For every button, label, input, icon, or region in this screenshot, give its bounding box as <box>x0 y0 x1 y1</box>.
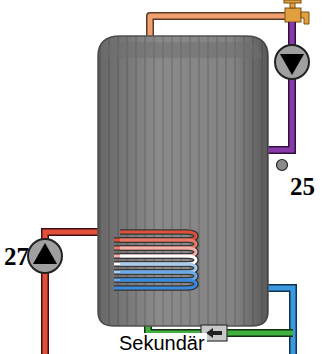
circuit-label: Sekundär <box>117 333 207 353</box>
coil-turn <box>114 280 196 288</box>
temperature-sensor <box>277 160 288 171</box>
circulation-pipe-outline <box>268 22 292 150</box>
tap <box>284 0 309 24</box>
tank <box>98 36 268 326</box>
circulation-pipe <box>268 22 292 150</box>
coil-turn-outline <box>114 280 196 288</box>
callout-number: 25 <box>290 174 315 199</box>
callout-number: 27 <box>4 244 29 269</box>
pump-symbol <box>275 45 309 79</box>
heating-coil <box>114 232 196 288</box>
pump-symbol <box>28 239 62 273</box>
